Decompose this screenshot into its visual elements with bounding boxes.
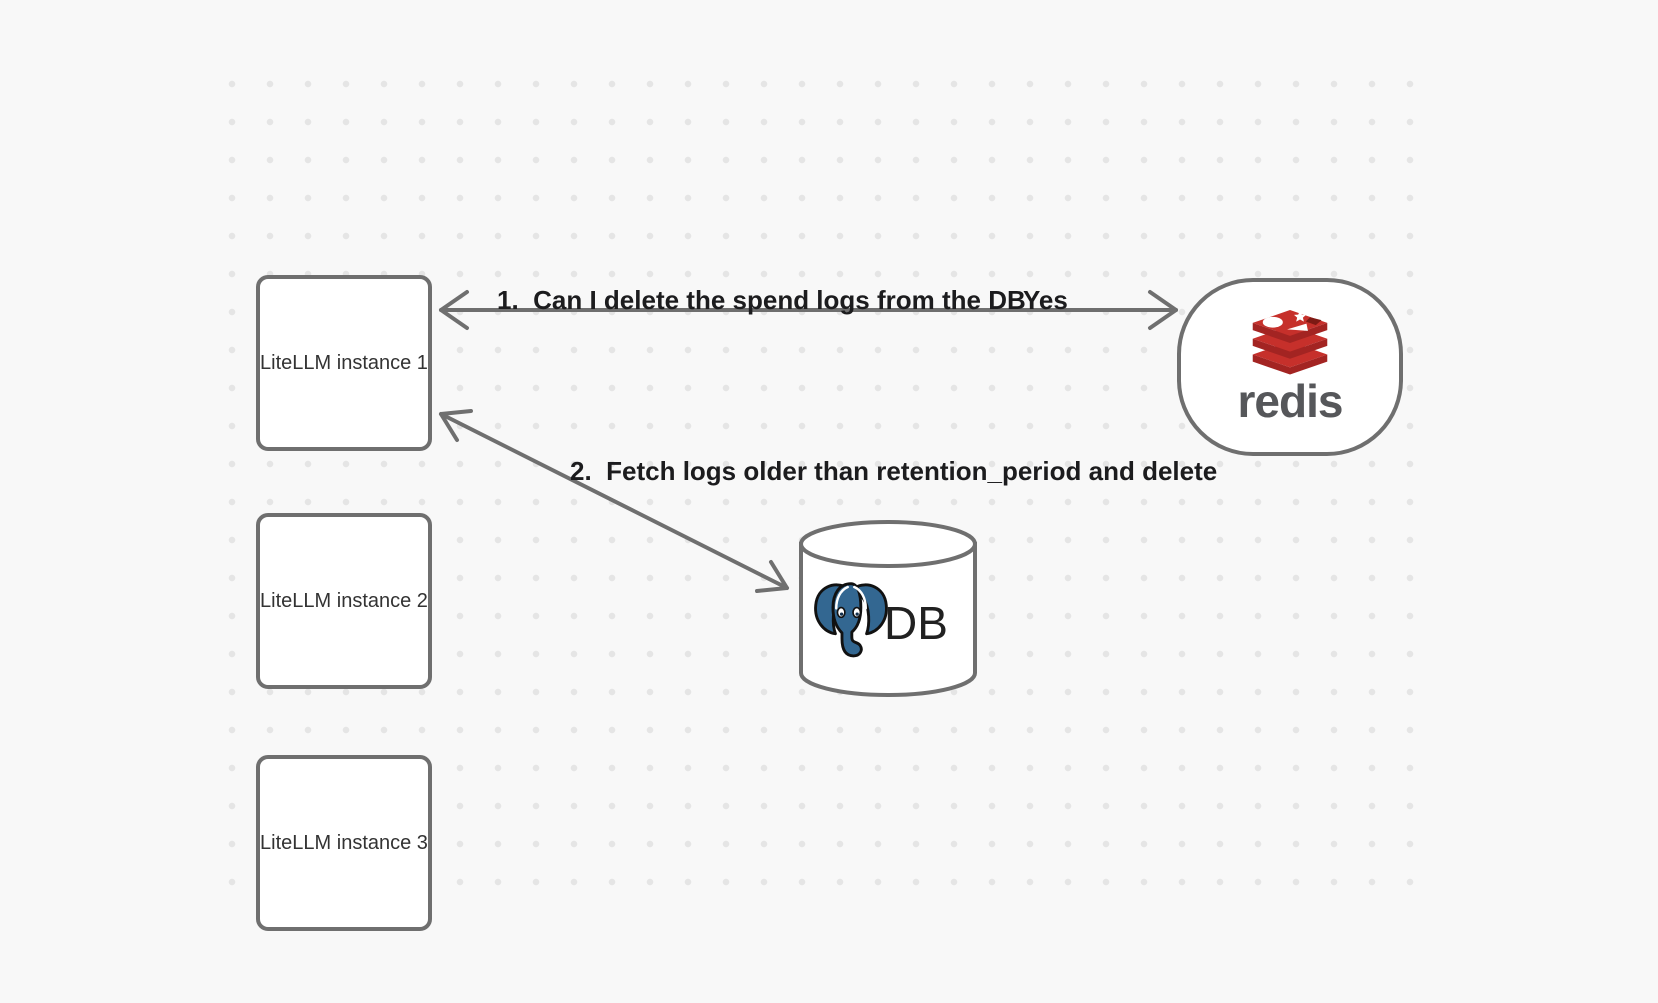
litellm-instance-3-node[interactable]: LiteLLM instance 3: [256, 755, 432, 931]
edge-label-db-fetch[interactable]: 2. Fetch logs older than retention_perio…: [570, 456, 1218, 486]
litellm-instance-2-node[interactable]: LiteLLM instance 2: [256, 513, 432, 689]
postgresql-elephant-icon: [814, 582, 888, 658]
redis-wordmark: redis: [1237, 375, 1344, 427]
edge-label-redis-question[interactable]: 1. Can I delete the spend logs from the …: [497, 285, 1026, 315]
litellm-instance-1-label: LiteLLM instance 1: [260, 352, 428, 374]
litellm-instance-1-node[interactable]: LiteLLM instance 1: [256, 275, 432, 451]
litellm-instance-3-label: LiteLLM instance 3: [260, 832, 428, 854]
redis-node[interactable]: redis: [1177, 278, 1403, 456]
db-cylinder-node[interactable]: [798, 519, 978, 699]
db-label: DB: [884, 597, 948, 649]
litellm-instance-2-label: LiteLLM instance 2: [260, 590, 428, 612]
edge-label-redis-answer[interactable]: Yes: [1023, 285, 1068, 315]
redis-logo-icon: [1252, 310, 1328, 375]
